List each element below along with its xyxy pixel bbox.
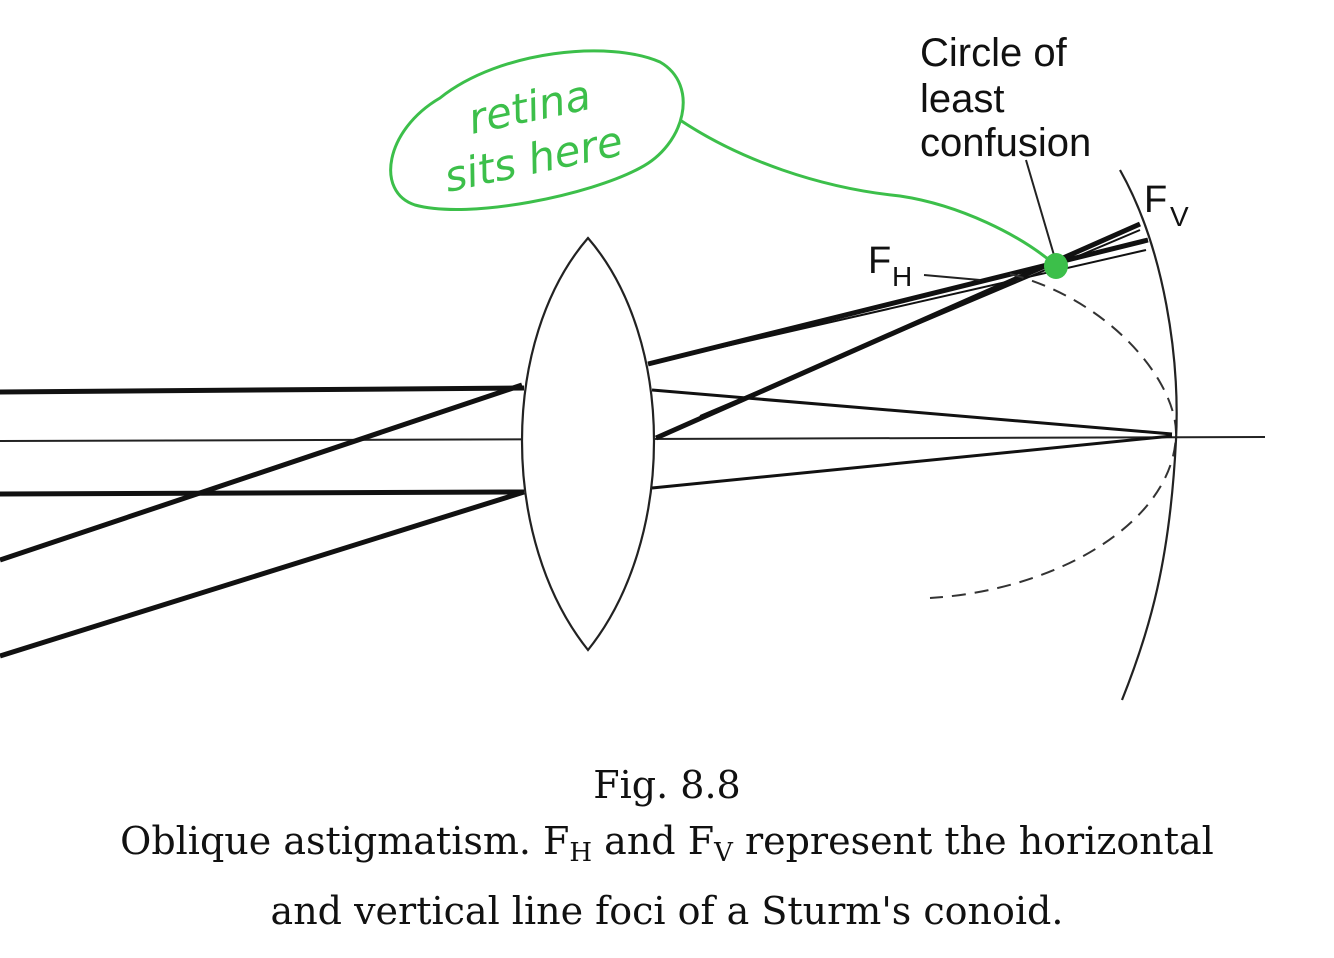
annotation-dot (1044, 253, 1068, 279)
ray-upper-refracted (651, 388, 1173, 436)
ray-oblique-lower-refracted (654, 221, 1142, 441)
fh-label-sub: H (892, 261, 912, 292)
circle-label-line1: Circle of (920, 31, 1068, 75)
ray-oblique-upper-incoming (0, 382, 523, 563)
fh-label-letter: F (868, 240, 891, 282)
caption-line1-pre: Oblique astigmatism. F (120, 819, 570, 863)
figure-number: Fig. 8.8 (593, 763, 741, 807)
image-surface-curve (1119, 169, 1178, 701)
dashed-focal-curve (929, 273, 1178, 599)
annotation-pointer (679, 118, 1055, 266)
circle-label-line2: least (920, 77, 1005, 121)
ray-oblique-lower-refracted-2 (699, 229, 1141, 417)
caption-line1-post: represent the horizontal (732, 819, 1214, 863)
circle-label-line3: confusion (920, 121, 1091, 165)
caption-sub-v: V (714, 838, 733, 868)
caption-line-2: and vertical line foci of a Sturm's cono… (270, 889, 1064, 933)
fh-leader (923, 274, 981, 281)
ray-upper-incoming (0, 385, 525, 395)
ray-lower-refracted (651, 434, 1173, 490)
ray-oblique-upper-refracted-2 (699, 249, 1147, 353)
ray-oblique-lower-incoming (0, 489, 525, 659)
annotation-bubble (389, 49, 685, 211)
caption-line-1: Oblique astigmatism. FH and FV represent… (0, 822, 1334, 866)
caption-line1-mid: and F (592, 819, 715, 863)
fv-label-sub: V (1170, 201, 1189, 232)
caption-sub-h: H (569, 838, 593, 868)
ray-lower-incoming (0, 489, 525, 497)
fv-label-letter: F (1144, 179, 1167, 221)
lens (520, 236, 656, 652)
circle-label-leader (1025, 159, 1057, 263)
